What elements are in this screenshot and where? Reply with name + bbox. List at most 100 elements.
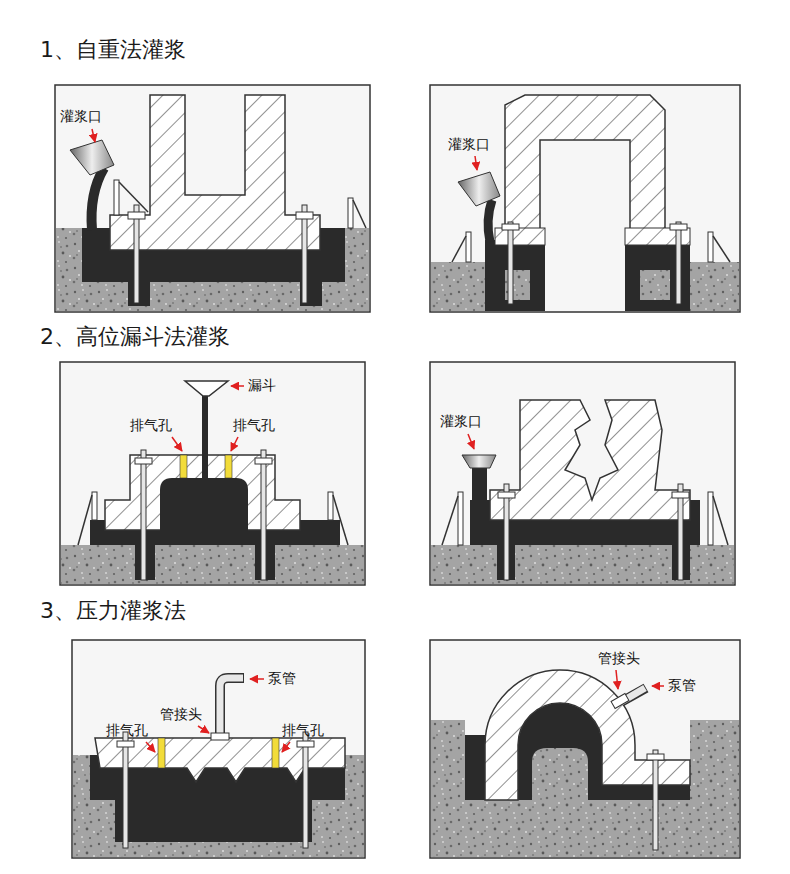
pressure-panel-2-part [430, 640, 740, 858]
pressure-panel-2-part [611, 694, 629, 709]
funnel-panel-1-part [261, 450, 266, 580]
gravity-panel-1-part [110, 95, 320, 250]
pressure-panel-1-part [250, 678, 264, 680]
pressure-panel-1-part [117, 741, 134, 747]
gravity-panel-2-part [488, 200, 492, 242]
pressure-panel-1-part [198, 726, 209, 733]
pressure-panel-1-part [272, 738, 279, 768]
gravity-panel-1-part [348, 198, 353, 228]
funnel-panel-1-part [231, 385, 244, 387]
pressure-panel-1-part [146, 742, 155, 752]
funnel-panel-2-part [458, 492, 463, 545]
callout-label: 管接头 [160, 706, 202, 724]
gravity-panel-1-part [92, 168, 105, 230]
gravity-panel-1-part [55, 85, 370, 312]
funnel-panel-2-part [430, 362, 735, 585]
gravity-panel-1-part [134, 205, 139, 303]
callout-label: 排气孔 [233, 417, 275, 435]
gravity-panel-2-part [713, 236, 730, 262]
funnel-panel-2-part [472, 466, 487, 522]
callout-label: 灌浆口 [60, 108, 102, 126]
callout-label: 灌浆口 [448, 136, 490, 154]
gravity-panel-2-part [640, 270, 670, 300]
pressure-panel-2-part [602, 785, 690, 800]
funnel-panel-1-part [160, 478, 248, 545]
pressure-panel-1-part [123, 732, 128, 848]
gravity-panel-2-part [676, 222, 681, 304]
pressure-panel-2-part [485, 670, 690, 800]
gravity-panel-2-part [690, 262, 739, 311]
pressure-panel-1-part [211, 733, 229, 740]
callout-label: 排气孔 [106, 722, 148, 740]
section-heading: 3、压力灌浆法 [40, 597, 186, 625]
gravity-panel-2-part [452, 236, 466, 262]
funnel-panel-2-part [462, 455, 496, 468]
funnel-panel-2-part [708, 492, 713, 545]
gravity-panel-2-part [430, 85, 740, 312]
gravity-panel-1-part [296, 212, 313, 219]
gravity-panel-2-part [495, 228, 545, 245]
pressure-panel-2-part [465, 735, 487, 800]
callout-label: 漏斗 [248, 377, 276, 395]
gravity-panel-1-part [128, 212, 145, 219]
funnel-panel-1-part [231, 437, 238, 451]
gravity-panel-1 [55, 85, 370, 312]
pressure-panel-1-part [73, 755, 364, 857]
gravity-panel-2-part [466, 232, 471, 262]
gravity-panel-2-part [670, 224, 687, 230]
pressure-panel-1-part [72, 640, 365, 858]
gravity-panel-2-part [505, 95, 665, 245]
callout-label: 排气孔 [130, 417, 172, 435]
gravity-panel-1-part [114, 180, 119, 215]
callout-label: 泵管 [268, 670, 296, 688]
pressure-panel-1-part [220, 678, 243, 736]
section-heading: 1、自重法灌浆 [40, 36, 186, 64]
gravity-panel-2-part [458, 172, 500, 206]
gravity-panel-1-part [70, 140, 114, 175]
pressure-panel-2-part [653, 750, 658, 850]
funnel-panel-2-part [490, 400, 690, 520]
funnel-panel-2 [430, 362, 735, 585]
gravity-panel-1-part [119, 182, 148, 212]
pressure-panel-2-part [647, 754, 664, 760]
callout-label: 排气孔 [282, 722, 324, 740]
callout-label: 灌浆口 [440, 413, 482, 431]
pressure-panel-1-part [158, 738, 165, 768]
pressure-panel-1-part [220, 678, 244, 736]
gravity-panel-2-part [485, 240, 545, 311]
funnel-panel-1-part [225, 455, 232, 478]
pressure-panel-2-part [518, 703, 602, 800]
funnel-panel-1-part [255, 458, 272, 464]
pressure-panel-1-part [303, 732, 308, 848]
gravity-panel-2-part [708, 232, 713, 262]
funnel-panel-1-part [60, 362, 365, 585]
funnel-panel-1-part [172, 437, 182, 451]
funnel-panel-2-part [498, 492, 515, 498]
funnel-panel-2-part [713, 496, 728, 545]
pressure-panel-1-part [297, 741, 314, 747]
funnel-panel-1 [60, 362, 365, 585]
funnel-panel-1-part [61, 545, 364, 584]
funnel-panel-2-part [672, 492, 689, 498]
gravity-panel-1-part [92, 129, 95, 142]
pressure-panel-2 [430, 640, 740, 858]
funnel-panel-1-part [141, 450, 146, 580]
pressure-panel-2-part [532, 748, 588, 800]
funnel-panel-2-part [468, 434, 474, 449]
funnel-panel-1-part [180, 455, 187, 478]
funnel-panel-1-part [333, 495, 348, 545]
funnel-panel-1-part [78, 495, 92, 545]
funnel-panel-1-part [202, 394, 208, 480]
funnel-panel-2-part [442, 496, 458, 545]
funnel-panel-1-part [185, 381, 228, 396]
pressure-panel-2-part [652, 685, 664, 687]
gravity-panel-2-part [502, 224, 519, 230]
section-heading: 2、高位漏斗法灌浆 [40, 323, 230, 351]
gravity-panel-2-part [475, 156, 477, 170]
funnel-panel-1-part [328, 492, 333, 520]
pressure-panel-2-part [616, 670, 618, 689]
gravity-panel-2 [430, 85, 740, 312]
gravity-panel-1-part [353, 200, 366, 228]
